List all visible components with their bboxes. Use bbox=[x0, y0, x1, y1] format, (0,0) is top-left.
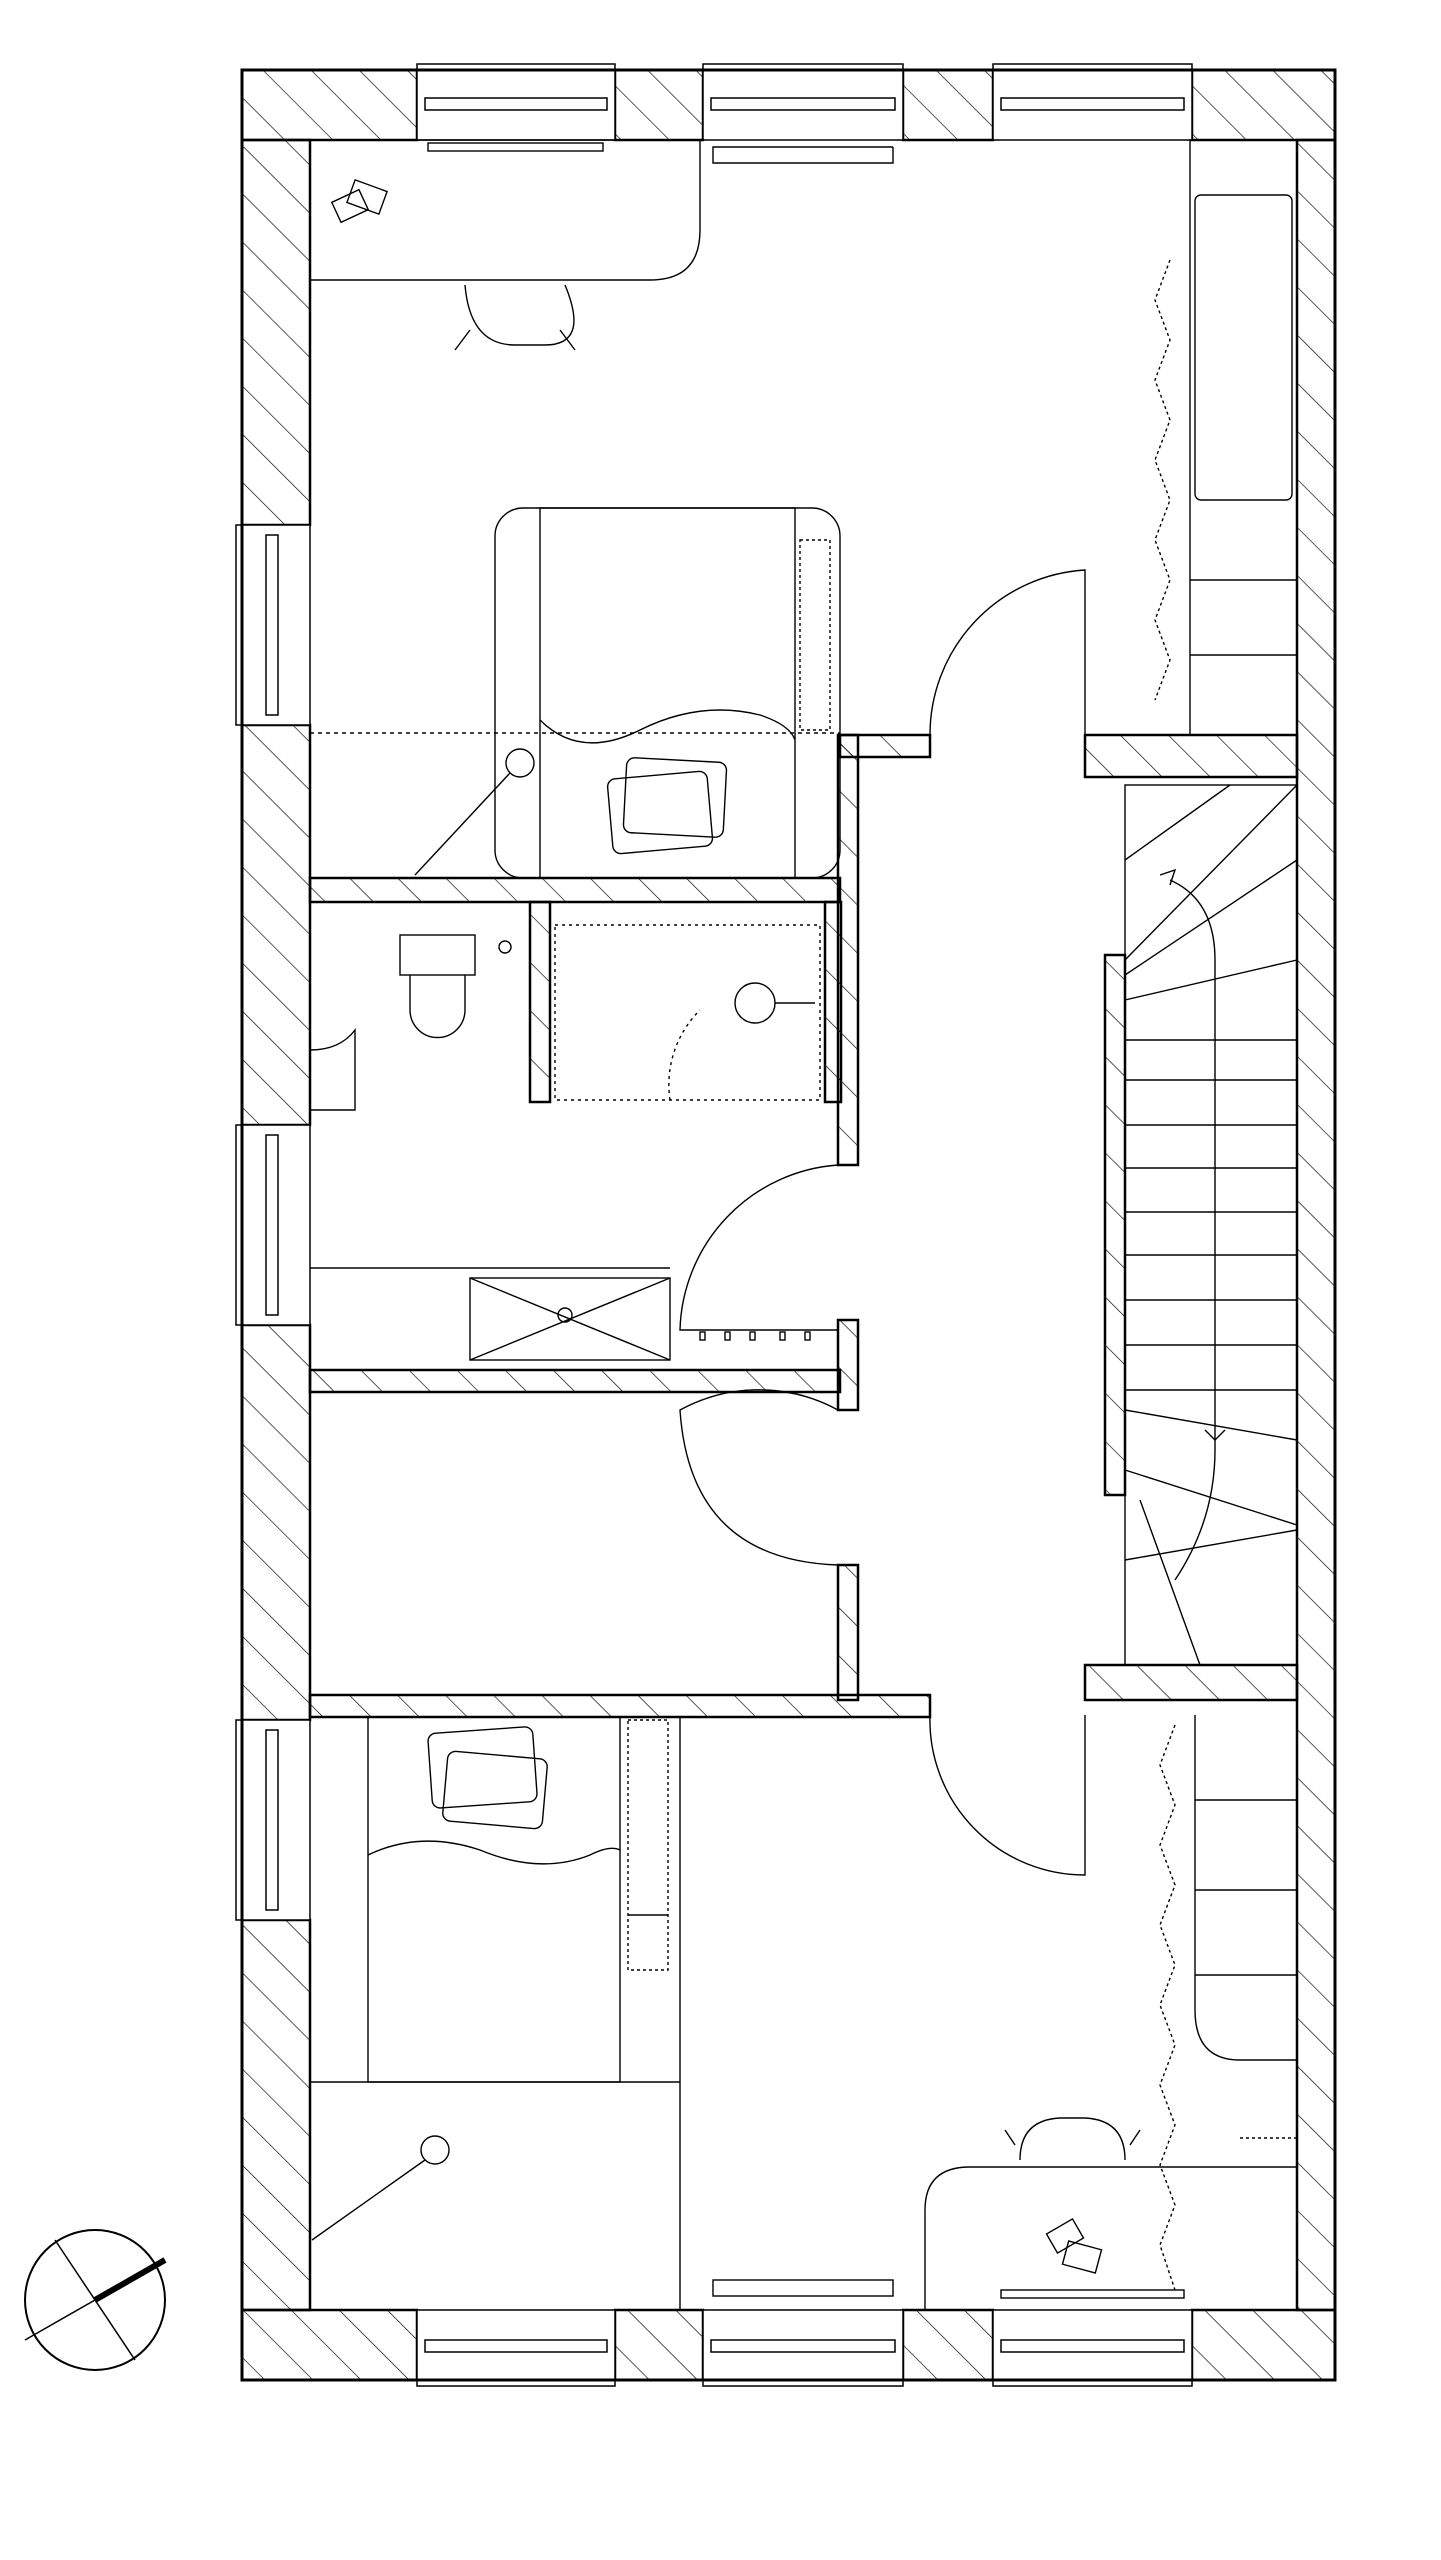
wardrobe-north-doors bbox=[1154, 259, 1171, 701]
papers-south-icon bbox=[1045, 2218, 1103, 2274]
papers-icon bbox=[330, 179, 388, 224]
bed-north-side bbox=[799, 539, 831, 731]
bed-south-mattress bbox=[367, 1716, 621, 2083]
wall-landing-bottom-right bbox=[1083, 1663, 1299, 1702]
wall-toilet-shower bbox=[528, 900, 552, 1104]
window-south-1 bbox=[416, 2309, 616, 2387]
exterior-walls bbox=[240, 68, 1337, 2382]
wall-bathroom-bottom bbox=[308, 1368, 842, 1394]
radiator-south bbox=[1000, 2289, 1185, 2299]
window-north-2 bbox=[702, 63, 904, 141]
radiator-south-2 bbox=[712, 2279, 894, 2297]
wall-south-3 bbox=[901, 2308, 995, 2382]
window-west-1 bbox=[235, 524, 311, 726]
north-arrow-icon bbox=[24, 2229, 167, 2371]
wall-north-1 bbox=[240, 68, 419, 142]
window-west-3 bbox=[235, 1719, 311, 1921]
lamp-north-icon bbox=[414, 748, 535, 876]
wardrobe-south bbox=[1194, 1715, 1297, 2061]
shower-door bbox=[668, 1009, 701, 1101]
bed-south-side bbox=[627, 1719, 669, 1971]
desk-south bbox=[924, 2166, 1297, 2310]
wall-south-1 bbox=[240, 2308, 419, 2382]
chair-south bbox=[1004, 2117, 1141, 2161]
lamp-south-icon bbox=[311, 2135, 450, 2241]
wall-shower-east bbox=[823, 900, 843, 1104]
pillow-south-icon bbox=[427, 1726, 548, 1830]
bathtub bbox=[469, 1277, 671, 1361]
radiator-north bbox=[427, 142, 604, 152]
bed-north-blanket bbox=[539, 709, 796, 744]
wc-icon bbox=[399, 934, 512, 1039]
toilet-door bbox=[309, 1027, 356, 1111]
building-outline bbox=[240, 68, 1337, 2382]
door-south-bedroom bbox=[929, 1714, 1086, 1876]
towel-hooks-icon bbox=[699, 1331, 811, 1341]
chair-north bbox=[454, 284, 576, 351]
wall-west-4 bbox=[240, 1918, 312, 2312]
radiator-north-2 bbox=[712, 146, 894, 164]
door-storage bbox=[679, 1389, 839, 1566]
bed-north-frame bbox=[494, 507, 841, 879]
wardrobe-north-inner bbox=[1194, 194, 1293, 501]
wardrobe-south-doors bbox=[1159, 1724, 1176, 2291]
door-bathroom bbox=[679, 1164, 839, 1331]
interior-walls bbox=[308, 733, 1299, 1719]
bed-south-blanket bbox=[367, 1840, 621, 1865]
staircase bbox=[1124, 784, 1298, 1666]
window-south-3 bbox=[992, 2309, 1193, 2387]
windows bbox=[235, 63, 1193, 2387]
wall-storage-east bbox=[836, 1563, 860, 1702]
window-north-1 bbox=[416, 63, 616, 141]
pillow-icon bbox=[606, 757, 728, 855]
wall-storage-bottom bbox=[308, 1693, 932, 1719]
wall-north-2 bbox=[613, 68, 705, 142]
wall-north-3 bbox=[901, 68, 995, 142]
window-west-2 bbox=[235, 1124, 311, 1326]
wall-west-1 bbox=[240, 138, 312, 527]
bathtub-drain-icon bbox=[557, 1307, 573, 1323]
bed-north-mattress bbox=[539, 507, 796, 879]
wall-bath-east-2 bbox=[836, 1318, 860, 1412]
fixtures bbox=[309, 139, 1298, 2310]
wall-south-2 bbox=[613, 2308, 705, 2382]
wall-landing-top-right bbox=[1083, 733, 1299, 779]
wall-bedroom-north-bottom bbox=[308, 876, 842, 904]
wall-south-4 bbox=[1190, 2308, 1337, 2382]
wall-west-2 bbox=[240, 723, 312, 1127]
wall-east bbox=[1295, 138, 1337, 2312]
door-north-bedroom bbox=[929, 569, 1086, 736]
shower-area bbox=[554, 924, 821, 1101]
wall-north-4 bbox=[1190, 68, 1337, 142]
shower-head-icon bbox=[734, 982, 776, 1024]
desk-north bbox=[310, 139, 701, 281]
wall-stair-inner bbox=[1103, 953, 1127, 1497]
wall-west-3 bbox=[240, 1323, 312, 1722]
window-south-2 bbox=[702, 2309, 904, 2387]
window-north-3 bbox=[992, 63, 1193, 141]
wardrobe-north bbox=[1189, 139, 1298, 736]
